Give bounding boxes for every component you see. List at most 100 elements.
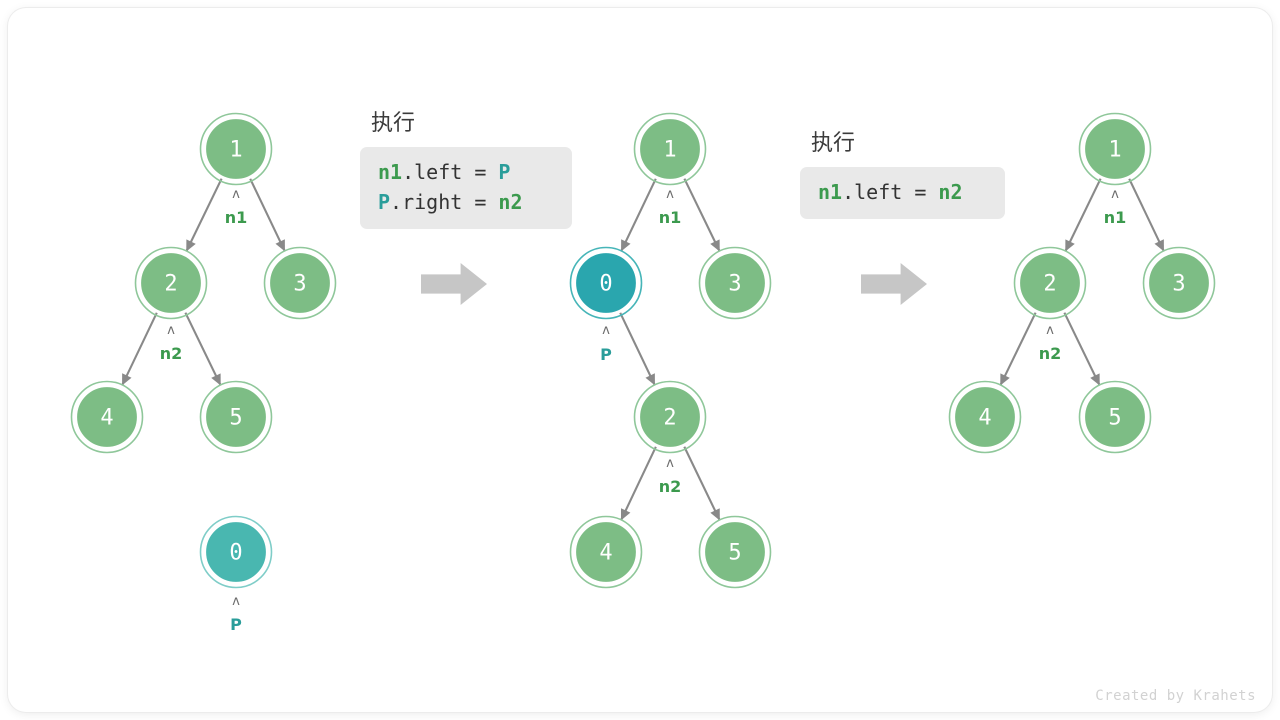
step-3-code-block: n1.left = n2 <box>800 167 1005 219</box>
n-2-4-body <box>573 519 639 585</box>
n-3-2-body <box>1017 250 1083 316</box>
n-3-4[interactable]: 4 <box>948 380 1022 454</box>
step-3-edges <box>999 178 1165 386</box>
n-1-root[interactable]: 1 <box>199 112 273 186</box>
edge-2-to-4 <box>999 312 1037 386</box>
n-1-3-value: 3 <box>293 272 306 297</box>
code-token: .left = <box>402 160 499 184</box>
code-token: P <box>498 160 511 184</box>
n-1-3[interactable]: 3 <box>263 246 337 320</box>
n-2-3-ring <box>698 246 772 320</box>
edge-2-to-4-head <box>620 508 631 521</box>
n-3-5[interactable]: 5 <box>1078 380 1152 454</box>
n-3-3-ring <box>1142 246 1216 320</box>
pointer-n2-caret-icon: ʌ <box>1046 323 1054 338</box>
n-2-2-ring <box>633 380 707 454</box>
n-1-3-body <box>267 250 333 316</box>
n-1-root-ring <box>199 112 273 186</box>
pointer-p: ʌP <box>600 323 612 364</box>
n-3-2[interactable]: 2 <box>1013 246 1087 320</box>
pointer-n1-caret-icon: ʌ <box>666 187 674 202</box>
pointer-n1: ʌ n1 <box>659 187 682 227</box>
n-2-3-value: 3 <box>728 272 741 297</box>
pointer-n2-label: n2 <box>1039 344 1062 363</box>
n-3-3-value: 3 <box>1172 272 1185 297</box>
edge-2-to-5 <box>1063 312 1101 386</box>
n-2-root-ring <box>633 112 707 186</box>
pointer-n1: ʌn1 <box>225 187 248 227</box>
n-2-4[interactable]: 4 <box>569 515 643 589</box>
code-token: .left = <box>842 180 939 204</box>
n-2-2[interactable]: 2 <box>633 380 707 454</box>
n-1-3-ring <box>263 246 337 320</box>
step-arrow-1 <box>421 263 487 305</box>
pointer-p: ʌP <box>230 594 242 634</box>
n-1-4-ring <box>70 380 144 454</box>
step-2-code-line-2: P.right = n2 <box>378 187 554 217</box>
pointer-n1-caret-icon: ʌ <box>1111 187 1119 202</box>
n-1-2[interactable]: 2 <box>134 246 208 320</box>
n-2-4-ring <box>569 515 643 589</box>
n-3-2-value: 2 <box>1043 272 1056 297</box>
code-token: n2 <box>938 180 963 204</box>
n-1-5-ring <box>199 380 273 454</box>
edge-2-to-5 <box>683 446 721 521</box>
edge-1-to-3-head <box>1154 239 1164 252</box>
pointer-n2-label: n2 <box>659 477 682 496</box>
n-2-5[interactable]: 5 <box>698 515 772 589</box>
n-1-4-value: 4 <box>100 406 113 431</box>
edge-1-to-3 <box>1128 178 1165 252</box>
edge-2-to-4 <box>121 312 158 386</box>
pointer-n2: ʌ n2 <box>1039 323 1062 363</box>
n-2-3[interactable]: 3 <box>698 246 772 320</box>
code-token: P <box>378 190 391 214</box>
n-3-root-ring <box>1078 112 1152 186</box>
n-1-root-body <box>203 116 269 182</box>
n-2-0-value: 0 <box>599 272 612 297</box>
n-1-5[interactable]: 5 <box>199 380 273 454</box>
n-3-root[interactable]: 1 <box>1078 112 1152 186</box>
n-2-0[interactable]: 0 <box>569 246 643 320</box>
edge-1-to-3 <box>249 178 286 252</box>
step-arrow-2 <box>861 263 927 305</box>
edge-0-to-2 <box>619 312 656 386</box>
pointer-n2-label: n2 <box>160 344 183 363</box>
n-2-root[interactable]: 1 <box>633 112 707 186</box>
pointer-p-label: P <box>230 615 242 634</box>
pointer-p-caret-icon: ʌ <box>232 594 240 609</box>
n-2-3-body <box>702 250 768 316</box>
n-3-5-ring <box>1078 380 1152 454</box>
edge-0-to-2-head <box>645 373 655 386</box>
n-3-root-value: 1 <box>1108 138 1121 163</box>
edge-1-to-2-head <box>186 239 196 252</box>
pointer-n1-label: n1 <box>659 208 682 227</box>
n-3-4-body <box>952 384 1018 450</box>
edge-1-to-2 <box>1064 178 1102 252</box>
pointer-n2-caret-icon: ʌ <box>666 456 674 471</box>
pointer-p-label: P <box>600 345 612 364</box>
n-1-0-value: 0 <box>229 541 242 566</box>
n-1-5-body <box>203 384 269 450</box>
pointer-n1-caret-icon: ʌ <box>232 187 240 202</box>
code-token: n1 <box>378 160 403 184</box>
edge-2-to-5-head <box>1090 373 1100 386</box>
edge-2-to-5 <box>184 312 222 386</box>
edge-2-to-4-head <box>1000 373 1010 386</box>
n-1-4[interactable]: 4 <box>70 380 144 454</box>
edge-1-to-2 <box>185 178 223 252</box>
n-3-3[interactable]: 3 <box>1142 246 1216 320</box>
step-3-code-line-1: n1.left = n2 <box>818 177 987 207</box>
n-3-root-body <box>1082 116 1148 182</box>
n-1-0[interactable]: 0 <box>199 515 273 589</box>
n-2-root-value: 1 <box>663 138 676 163</box>
code-token: .right = <box>390 190 499 214</box>
edge-1-to-3-head <box>710 239 720 252</box>
edge-1-to-3-head <box>275 239 285 252</box>
n-2-5-body <box>702 519 768 585</box>
n-3-5-value: 5 <box>1108 406 1121 431</box>
